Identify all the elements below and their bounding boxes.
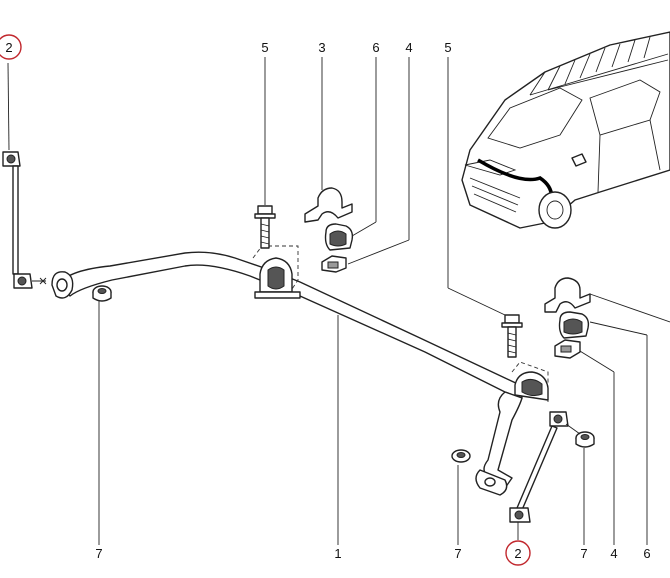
clamp-top [304,187,353,223]
bolt-right [501,314,523,358]
callout-2-bottom: 2 [505,540,531,566]
callout-label: 2 [5,40,12,55]
callout-5-right: 5 [444,40,451,55]
van-illustration [461,31,670,229]
callout-7-right: 7 [580,546,587,561]
leader-lines [7,57,670,545]
right-bar-bushing [511,361,549,402]
bolt-left [254,205,276,249]
callout-6-top: 6 [372,40,379,55]
callout-circle [505,540,531,566]
callout-label: 7 [454,546,461,561]
callout-label: 5 [261,40,268,55]
callout-label: 4 [610,546,617,561]
callout-label: 3 [318,40,325,55]
link-rod-right [509,411,581,523]
callout-label: 6 [372,40,379,55]
callout-label: 4 [405,40,412,55]
callout-2-left: 2 [0,34,22,60]
callout-label: 7 [580,546,587,561]
callout-6-bottom: 6 [643,546,650,561]
callout-label: 7 [95,546,102,561]
nut-mid [451,449,471,463]
callout-label: 6 [643,546,650,561]
insert-right [554,339,581,359]
callout-3-top: 3 [318,40,325,55]
link-rod-left [2,151,47,289]
bushing-top [324,223,354,251]
callout-7-mid: 7 [454,546,461,561]
nut-right [575,431,595,448]
callout-1-bottom: 1 [334,546,341,561]
callout-4-bottom: 4 [610,546,617,561]
callout-label: 2 [514,546,521,561]
callout-label: 5 [444,40,451,55]
nut-left [92,285,112,302]
bushing-right [558,311,590,339]
callout-4-top: 4 [405,40,412,55]
callout-circle [0,34,22,60]
insert-top [321,255,347,273]
callout-7-left: 7 [95,546,102,561]
clamp-right [544,277,591,313]
callout-label: 1 [334,546,341,561]
left-bar-bushing [252,245,301,299]
callout-5-top: 5 [261,40,268,55]
